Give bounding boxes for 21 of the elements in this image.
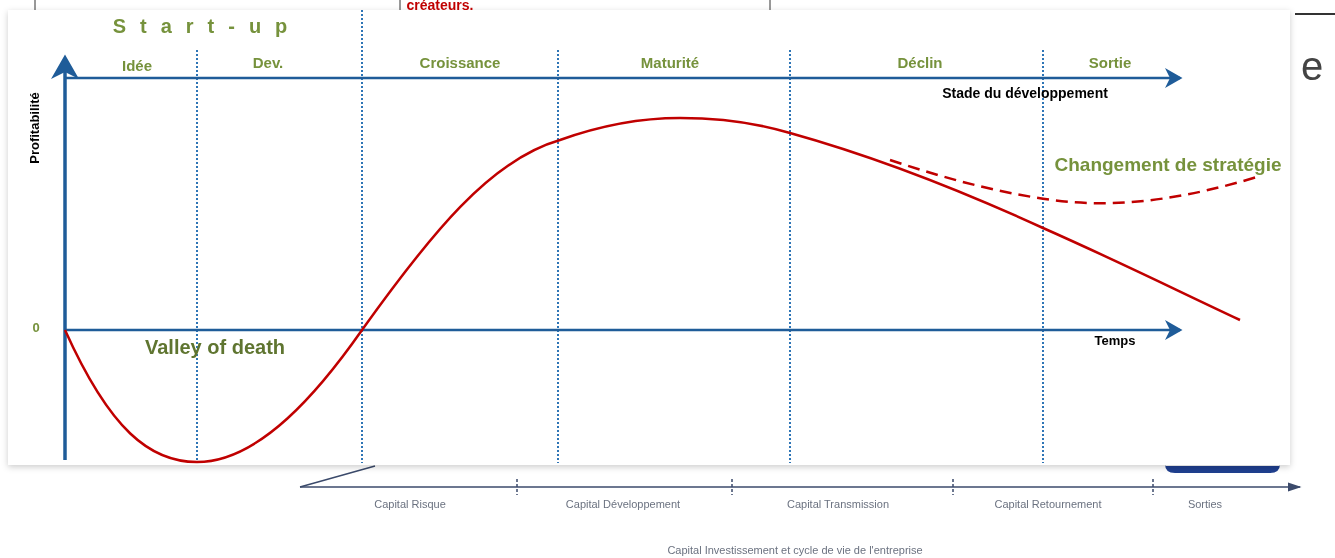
stage-label: Capital Transmission bbox=[786, 496, 890, 512]
stage-label: Déclin bbox=[897, 52, 943, 73]
stage-label: Idée bbox=[122, 55, 152, 76]
annotation: Changement de stratégie bbox=[1053, 153, 1283, 177]
phase-heading: Start-up bbox=[112, 14, 302, 39]
caption: Capital Investissement et cycle de vie de l'entreprise bbox=[667, 542, 923, 558]
axis-label: Stade du développement bbox=[942, 83, 1108, 103]
stage-label: Maturité bbox=[640, 52, 700, 73]
fragment-text: e bbox=[1300, 46, 1324, 86]
stage-label: Capital Retournement bbox=[994, 496, 1102, 512]
stage-label: Sorties bbox=[1187, 496, 1223, 512]
axis-label: Profitabilité bbox=[26, 92, 44, 164]
stage-label: Capital Développement bbox=[565, 496, 681, 512]
annotation: Valley of death bbox=[144, 335, 286, 360]
stage-label: Capital Risque bbox=[374, 496, 446, 512]
stage-label: Sortie bbox=[1088, 52, 1132, 73]
fragment-text: créateurs. bbox=[406, 0, 474, 12]
axis-label: Temps bbox=[1094, 332, 1136, 351]
stage-label: Croissance bbox=[419, 52, 501, 73]
axis-value: 0 bbox=[32, 319, 40, 338]
stage-label: Dev. bbox=[252, 52, 284, 73]
